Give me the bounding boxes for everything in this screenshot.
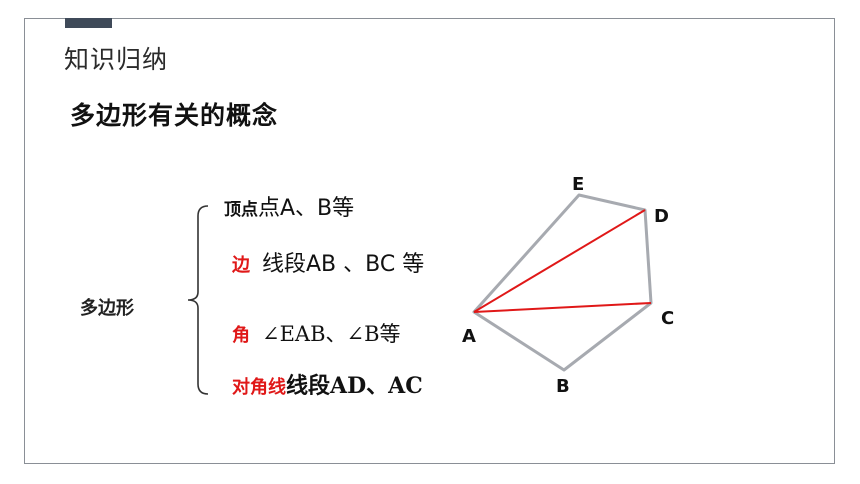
slide-frame	[24, 18, 835, 464]
vertex-label-d: D	[654, 206, 669, 227]
item-label-side: 边	[232, 255, 250, 276]
concept-item-diagonal: 对角线线段AD、AC	[232, 368, 423, 400]
curly-brace	[187, 205, 209, 395]
diagonal-ac	[473, 302, 652, 313]
main-term: 多边形	[80, 298, 134, 319]
concept-item-vertex: 顶点点A、B等	[224, 190, 354, 222]
accent-bar	[65, 18, 112, 28]
vertex-label-c: C	[661, 308, 674, 329]
vertex-label-b: B	[556, 376, 570, 397]
vertex-label-a: A	[462, 326, 476, 347]
item-label-vertex: 顶点	[224, 200, 258, 220]
diagonal-ad	[473, 209, 646, 313]
item-label-diagonal: 对角线	[232, 377, 286, 398]
concept-item-angle: 角 ∠EAB、∠B等	[232, 318, 401, 348]
slide-subtitle: 多边形有关的概念	[70, 101, 279, 130]
slide-title: 知识归纳	[64, 45, 169, 74]
item-value-vertex: 点A、B等	[258, 196, 355, 221]
item-value-angle: ∠EAB、∠B等	[262, 322, 401, 346]
item-value-side: 线段AB 、BC 等	[262, 252, 425, 277]
item-label-angle: 角	[232, 325, 250, 346]
vertex-label-e: E	[572, 174, 584, 195]
concept-item-side: 边线段AB 、BC 等	[232, 246, 424, 278]
item-value-diagonal: 线段AD、AC	[286, 373, 423, 399]
pentagon-outline	[472, 193, 653, 372]
pentagon-figure: A B C D E	[462, 174, 674, 397]
